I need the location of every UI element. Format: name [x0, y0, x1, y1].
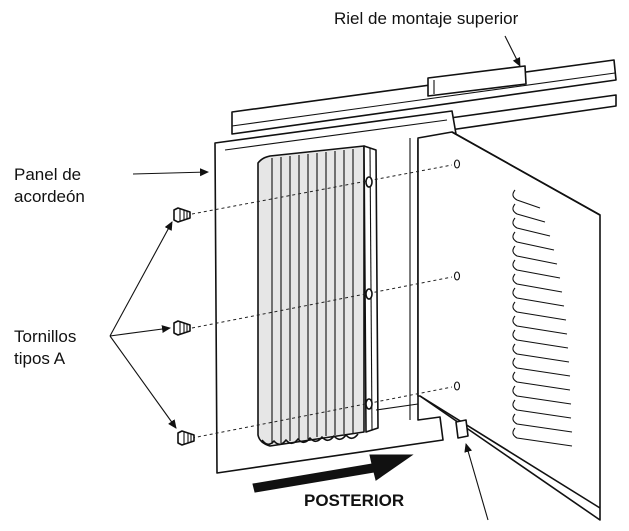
screws-label-1: Tornillos — [14, 327, 76, 346]
screw-icon — [173, 207, 191, 223]
arrow-icon — [464, 443, 489, 521]
alignment-lines — [191, 164, 453, 439]
arrow-icon — [504, 35, 521, 67]
screws-label-2: tipos A — [14, 349, 66, 368]
screw-icon — [177, 430, 195, 446]
arrow-icon — [109, 221, 173, 337]
ac-cabinet — [417, 131, 601, 521]
rear-direction-arrow — [252, 454, 414, 493]
strip-screws — [365, 176, 373, 410]
arrow-icon — [132, 168, 209, 177]
accordion-pleats — [261, 149, 359, 446]
top-mounting-rail — [231, 59, 617, 135]
cabinet-louvers — [512, 189, 573, 447]
accordion-panel-label-2: acordeón — [14, 187, 85, 206]
arrow-icon — [109, 335, 177, 429]
arrow-icon — [109, 325, 171, 337]
hole-middle — [453, 271, 461, 281]
accordion-panel — [214, 110, 457, 474]
hole-bottom — [453, 381, 461, 391]
accordion-panel-label-1: Panel de — [14, 165, 81, 184]
hole-top — [453, 159, 461, 169]
top-rail-label: Riel de montaje superior — [334, 9, 519, 28]
leader-arrows — [109, 35, 521, 521]
screw-icon — [173, 320, 191, 336]
rear-label: POSTERIOR — [304, 491, 404, 510]
